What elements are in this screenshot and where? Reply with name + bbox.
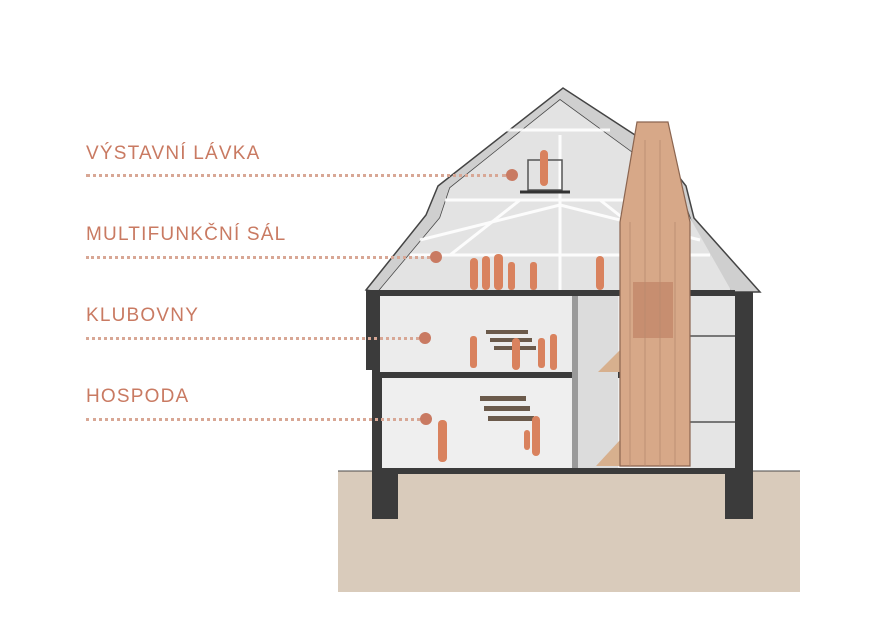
foundation-right — [725, 471, 753, 519]
basement-slab — [372, 466, 753, 474]
leader-line-clubrooms — [86, 337, 419, 340]
level-label-clubrooms: KLUBOVNY — [86, 305, 200, 326]
tables-pub — [480, 396, 534, 421]
people — [438, 150, 604, 462]
level-marker-hall — [430, 251, 442, 263]
level-label-walkway: VÝSTAVNÍ LÁVKA — [86, 143, 261, 164]
level-label-pub: HOSPODA — [86, 386, 190, 407]
wall-right — [735, 292, 753, 470]
level-marker-walkway — [506, 169, 518, 181]
foundation-left — [372, 471, 398, 519]
leader-line-walkway — [86, 174, 506, 177]
level-marker-clubrooms — [419, 332, 431, 344]
ground-block — [338, 471, 800, 592]
level-label-hall: MULTIFUNKČNÍ SÁL — [86, 224, 287, 245]
wall-left-upper — [366, 290, 380, 370]
tower-elevator — [633, 282, 673, 338]
level-markers — [419, 169, 518, 425]
leader-line-pub — [86, 418, 420, 421]
level-marker-pub — [420, 413, 432, 425]
leader-line-hall — [86, 256, 430, 259]
